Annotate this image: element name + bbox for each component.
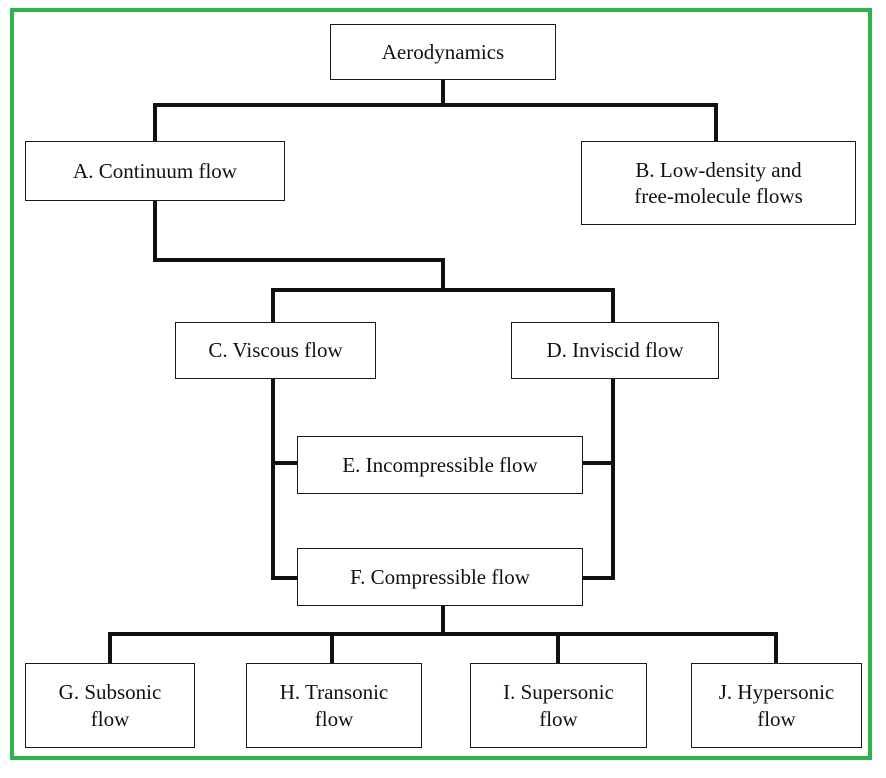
- node-transonic-flow-label-1: H. Transonic: [279, 680, 389, 705]
- connector-split-to-inviscid: [441, 288, 615, 324]
- connector-aerodynamics-to-continuum: [153, 78, 445, 143]
- node-supersonic-flow-label-2: flow: [539, 706, 578, 731]
- node-viscous-flow-label-1: C. Viscous flow: [208, 338, 343, 363]
- node-continuum-flow: A. Continuum flow: [25, 141, 285, 201]
- connector-inviscid-to-compressible: [581, 377, 615, 580]
- node-incompressible-flow: E. Incompressible flow: [297, 436, 583, 494]
- node-aerodynamics: Aerodynamics: [330, 24, 556, 80]
- connector-aerodynamics-to-low-density: [441, 103, 718, 143]
- node-low-density-flows-label-1: B. Low-density and: [635, 157, 802, 182]
- node-compressible-flow-label-1: F. Compressible flow: [350, 564, 530, 589]
- node-hypersonic-flow-label-2: flow: [757, 706, 796, 731]
- node-hypersonic-flow-label-1: J. Hypersonic: [718, 680, 835, 705]
- node-supersonic-flow: I. Supersonic flow: [470, 663, 647, 748]
- node-hypersonic-flow: J. Hypersonic flow: [691, 663, 862, 748]
- node-low-density-flows: B. Low-density and free-molecule flows: [581, 141, 856, 225]
- node-compressible-flow: F. Compressible flow: [297, 548, 583, 606]
- node-continuum-flow-label-1: A. Continuum flow: [73, 158, 237, 183]
- node-viscous-flow: C. Viscous flow: [175, 322, 376, 379]
- node-subsonic-flow-label-2: flow: [90, 706, 130, 731]
- connector-continuum-to-viscous-inviscid: [153, 199, 445, 292]
- node-aerodynamics-label-1: Aerodynamics: [381, 39, 505, 64]
- connector-viscous-to-compressible: [271, 377, 299, 580]
- node-incompressible-flow-label-1: E. Incompressible flow: [342, 452, 538, 477]
- node-inviscid-flow-label-1: D. Inviscid flow: [546, 338, 684, 363]
- node-transonic-flow-label-2: flow: [314, 706, 354, 731]
- connector-split-to-viscous: [271, 288, 445, 324]
- node-transonic-flow: H. Transonic flow: [246, 663, 422, 748]
- node-subsonic-flow: G. Subsonic flow: [25, 663, 195, 748]
- node-inviscid-flow: D. Inviscid flow: [511, 322, 719, 379]
- node-supersonic-flow-label-1: I. Supersonic: [503, 680, 614, 705]
- node-low-density-flows-label-2: free-molecule flows: [634, 184, 803, 208]
- node-subsonic-flow-label-1: G. Subsonic: [58, 680, 162, 705]
